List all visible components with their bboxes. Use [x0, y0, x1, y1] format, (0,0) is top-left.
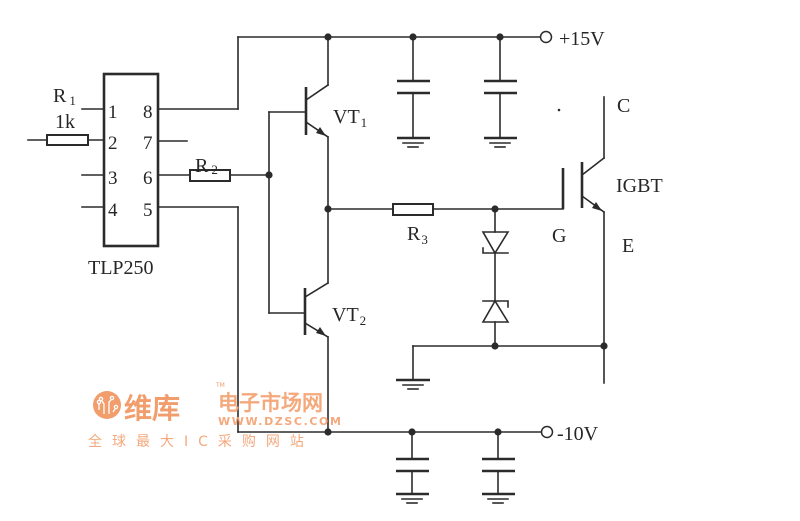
pin-label-1: 1 — [108, 102, 118, 123]
pin-label-5: 5 — [143, 200, 153, 221]
plus15-terminal — [539, 30, 553, 44]
watermark-subtitle: 电子市场网 — [218, 391, 323, 415]
pin-label-4: 4 — [108, 200, 118, 221]
igbt-collector-label: C — [617, 95, 630, 117]
junction-node — [408, 428, 416, 436]
capacitor-top-2 — [484, 36, 517, 148]
zener-top-icon — [481, 231, 510, 255]
capacitor-bottom-1 — [396, 431, 429, 504]
ground-icon — [482, 492, 515, 504]
vt1-label: VT1 — [333, 106, 367, 130]
watermark-brand: 维库 — [124, 392, 180, 425]
r1-body — [46, 134, 89, 146]
igbt-collector — [580, 156, 606, 177]
speck — [557, 108, 561, 112]
ground-icon — [396, 492, 429, 504]
pin-label-6: 6 — [143, 168, 153, 189]
ground-icon — [484, 136, 517, 148]
igbt-emitter-label: E — [622, 235, 634, 257]
tlp250-ic: 1 2 3 4 8 7 6 5 TLP250 — [81, 72, 188, 279]
junction-node — [600, 342, 608, 350]
igbt-label: IGBT — [616, 175, 663, 197]
vt2-emitter-arrow-icon — [316, 327, 326, 336]
watermark-trademark: TM — [215, 382, 225, 389]
r3-body — [392, 203, 434, 216]
igbt-emitter-arrow-icon — [592, 202, 602, 211]
watermark-url: WWW.DZSC.COM — [218, 415, 343, 428]
pin-label-7: 7 — [143, 133, 153, 154]
zener-top-bar — [482, 247, 509, 254]
vt1-collector — [304, 83, 330, 102]
minus10-terminal — [540, 425, 554, 439]
positive-rail: +15V — [157, 28, 605, 110]
watermark: 维库 TM 电子市场网 WWW.DZSC.COM 全球最大IC采购网站 — [88, 382, 343, 450]
minus10-label: -10V — [557, 423, 599, 445]
transistor-vt2: VT2 — [268, 281, 366, 433]
ic-body — [102, 72, 160, 248]
capacitor-bottom-2 — [482, 431, 515, 504]
ground-icon — [396, 378, 430, 390]
zener-bottom-bar — [482, 300, 509, 308]
capacitor-top-1 — [397, 36, 430, 148]
r1-value: 1k — [55, 111, 75, 133]
junction-node — [265, 171, 273, 179]
vt1-emitter-arrow-icon — [316, 127, 326, 136]
pin-label-3: 3 — [108, 168, 118, 189]
plus15-label: +15V — [559, 28, 605, 50]
vt2-label: VT2 — [332, 304, 366, 328]
junction-node — [494, 428, 502, 436]
pin-label-2: 2 — [108, 133, 118, 154]
zener-diode-pair — [481, 208, 510, 347]
vt2-collector — [303, 281, 330, 299]
junction-node — [324, 33, 332, 41]
pin-label-8: 8 — [143, 102, 153, 123]
transistor-vt1: VT1 — [268, 36, 367, 284]
r3-label: R3 — [407, 223, 428, 247]
igbt: C IGBT G E — [552, 95, 663, 384]
watermark-slogan: 全球最大IC采购网站 — [88, 433, 314, 450]
zener-bottom-icon — [481, 299, 510, 323]
ground-icon — [397, 136, 430, 148]
resistor-r3: R3 — [327, 203, 564, 247]
junction-node — [409, 33, 417, 41]
negative-rail: -10V — [157, 206, 599, 445]
junction-node — [496, 33, 504, 41]
ic-name-label: TLP250 — [88, 257, 154, 279]
watermark-logo-icon — [93, 391, 121, 419]
junction-node — [324, 428, 332, 436]
igbt-gate-label: G — [552, 225, 566, 247]
